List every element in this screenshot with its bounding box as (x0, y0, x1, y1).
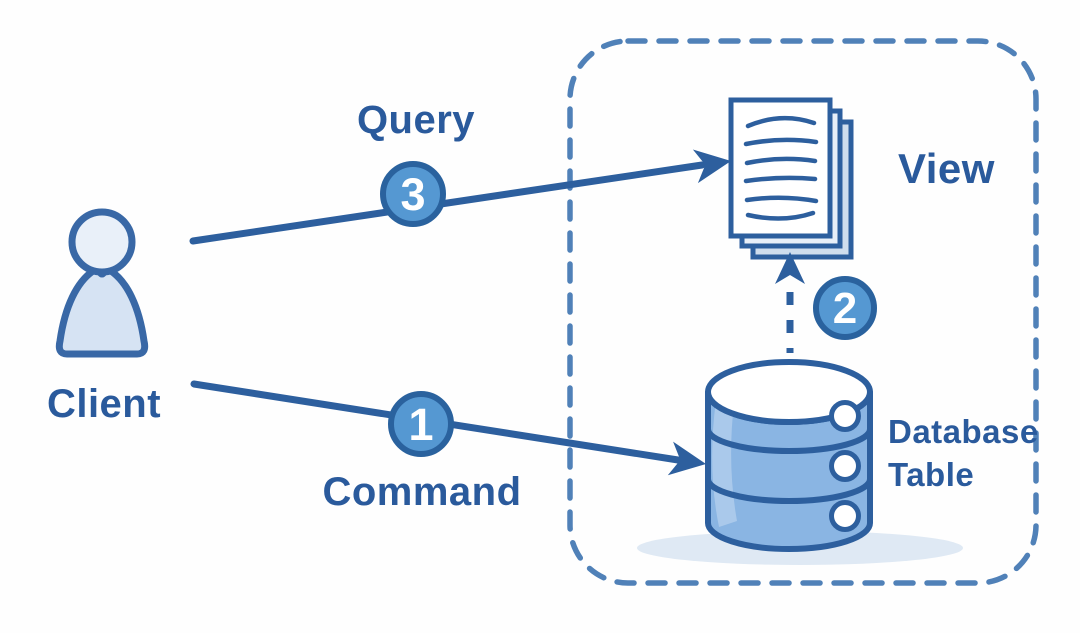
command-edge: Command 1 (190, 380, 706, 514)
sync-badge-circle (813, 276, 877, 340)
cylinder-divider-2 (705, 478, 873, 504)
boundary-dashed-rect (567, 38, 1039, 586)
query-edge: Query 3 (189, 98, 731, 245)
cylinder-top-ellipse (705, 359, 873, 425)
database-node-label-line1: Database (888, 413, 1039, 450)
document-line-4 (743, 175, 818, 184)
person-head-shape (68, 208, 136, 276)
query-arrowhead-icon (692, 149, 731, 184)
command-badge-number: 1 (408, 399, 433, 450)
boundary-box (567, 38, 1039, 586)
sync-step-badge: 2 (813, 276, 877, 340)
cylinder-dot-3 (829, 500, 861, 532)
database-node-label-line2: Table (888, 456, 974, 493)
document-stack-icon (728, 97, 854, 260)
cylinder-divider-1 (705, 428, 873, 454)
client-node-label: Client (47, 382, 161, 426)
command-edge-label: Command (322, 470, 521, 514)
sync-edge: 2 (775, 252, 877, 353)
command-step-badge: 1 (388, 391, 454, 457)
view-node: View (728, 97, 995, 260)
query-badge-circle (380, 161, 446, 227)
document-line-6 (745, 210, 816, 221)
document-line-3 (744, 156, 818, 166)
command-badge-circle (388, 391, 454, 457)
person-body-shape (55, 265, 149, 358)
query-arrow-line (189, 161, 706, 245)
query-step-badge: 3 (380, 161, 446, 227)
cylinder-dot-1 (829, 400, 861, 432)
document-text-lines (743, 115, 819, 221)
query-edge-label: Query (357, 98, 475, 142)
query-badge-number: 3 (400, 169, 425, 220)
command-arrowhead-icon (667, 441, 706, 476)
database-node: Database Table (637, 359, 1039, 565)
sync-arrowhead-icon (775, 252, 805, 284)
sync-badge-number: 2 (833, 284, 857, 333)
view-node-label: View (898, 145, 995, 192)
client-node: Client (47, 208, 161, 426)
document-line-5 (744, 195, 819, 204)
database-cylinder-icon (705, 359, 873, 552)
document-line-1 (745, 115, 817, 129)
document-line-2 (743, 137, 819, 147)
cylinder-dot-2 (829, 450, 861, 482)
person-icon (55, 208, 149, 358)
